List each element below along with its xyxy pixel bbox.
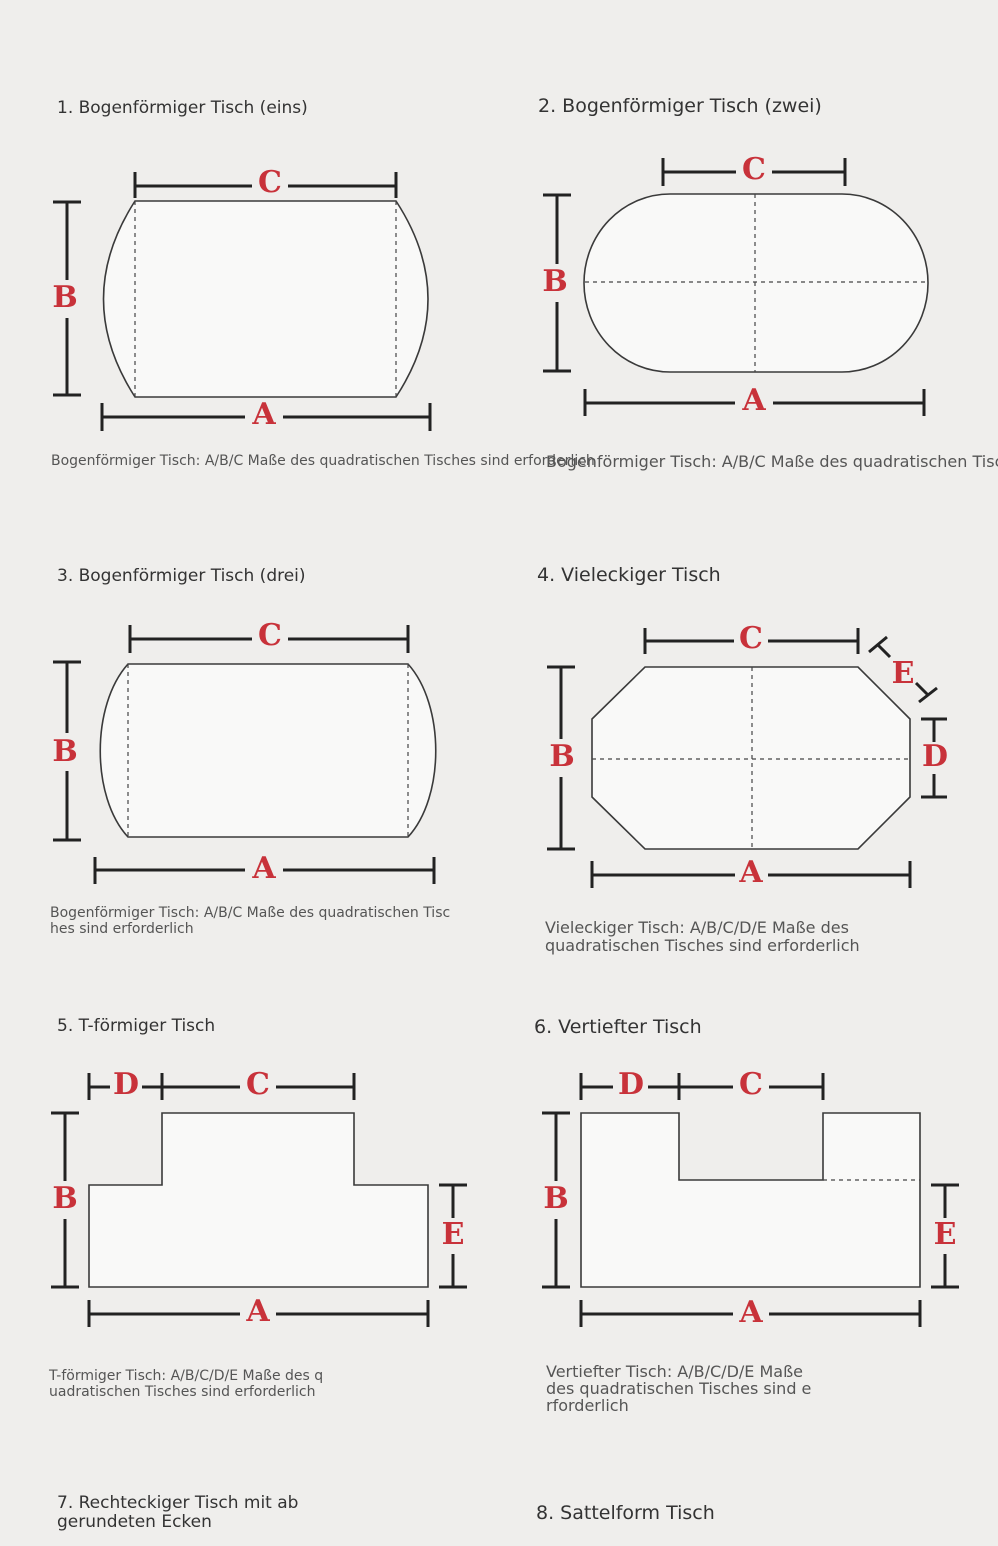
diagram-5-dimension-e: E <box>439 1183 467 1289</box>
diagram-6-label-a: A <box>738 1295 763 1330</box>
section-4-caption-line-2: quadratischen Tisches sind erforderlich <box>545 936 860 955</box>
diagram-5-dimension-b: B <box>51 1111 79 1289</box>
diagram-5-table-shape <box>88 1112 429 1288</box>
diagram-5-label-c: C <box>246 1067 270 1102</box>
diagram-4-table-shape <box>591 666 911 850</box>
section-3-caption-line-1: Bogenförmiger Tisch: A/B/C Maße des quad… <box>50 905 451 921</box>
diagram-6-dimension-e: E <box>931 1183 959 1289</box>
diagram-6-dimension-a: A <box>579 1295 922 1330</box>
diagram-6-label-b: B <box>543 1181 568 1216</box>
section-5-caption: T-förmiger Tisch: A/B/C/D/E Maße des q u… <box>49 1368 323 1400</box>
section-4-caption-line-1: Vieleckiger Tisch: A/B/C/D/E Maße des <box>545 918 849 937</box>
section-6-caption-line-3: rforderlich <box>546 1396 629 1415</box>
diagram-5: D C B E A <box>51 1067 467 1329</box>
diagram-3-label-c: C <box>258 618 282 653</box>
diagram-4-dimension-c: C <box>643 621 860 656</box>
diagram-4-label-b: B <box>549 739 574 774</box>
diagram-4-label-e: E <box>892 656 915 691</box>
diagram-5-label-e: E <box>442 1217 465 1252</box>
section-2-caption-line-1: Bogenförmiger Tisch: A/B/C Maße des quad… <box>546 452 998 471</box>
diagram-1-dimension-c: C <box>133 165 398 200</box>
diagram-4-label-c: C <box>739 621 763 656</box>
section-1-title: 1. Bogenförmiger Tisch (eins) <box>57 98 308 118</box>
section-6-caption-line-1: Vertiefter Tisch: A/B/C/D/E Maße <box>546 1362 803 1381</box>
diagram-2-label-a: A <box>741 383 766 418</box>
section-2-title: 2. Bogenförmiger Tisch (zwei) <box>538 95 822 117</box>
diagram-4-label-a: A <box>738 855 763 890</box>
diagram-6-label-e: E <box>934 1217 957 1252</box>
diagram-4-dimension-b: B <box>547 665 575 851</box>
diagram-1-label-c: C <box>258 165 282 200</box>
section-3-caption-line-2: hes sind erforderlich <box>50 921 194 937</box>
diagram-1-dimension-b: B <box>52 200 81 397</box>
section-2-caption: Bogenförmiger Tisch: A/B/C Maße des quad… <box>546 453 998 471</box>
diagram-3-dimension-c: C <box>128 618 410 653</box>
section-5-caption-line-2: uadratischen Tisches sind erforderlich <box>49 1384 316 1400</box>
section-5-title: 5. T-förmiger Tisch <box>57 1016 216 1036</box>
diagram-3-label-a: A <box>251 851 276 886</box>
section-7-title: 7. Rechteckiger Tisch mit ab gerundeten … <box>57 1494 298 1532</box>
section-1-caption: Bogenförmiger Tisch: A/B/C Maße des quad… <box>51 453 595 469</box>
diagram-3-label-b: B <box>52 734 77 769</box>
diagram-2-label-c: C <box>742 152 766 187</box>
diagram-1-table-shape <box>102 200 429 398</box>
diagram-1: C B A <box>52 165 432 432</box>
diagram-2-table-shape <box>583 193 929 373</box>
diagram-6-dimension-d: D <box>579 1067 681 1102</box>
diagram-5-dimension-d: D <box>87 1067 164 1102</box>
diagram-6-dimension-b: B <box>542 1111 570 1289</box>
diagram-1-label-b: B <box>52 280 77 315</box>
diagram-5-dimension-c: C <box>162 1067 356 1102</box>
diagram-1-dimension-a: A <box>100 397 432 432</box>
diagram-2-label-b: B <box>542 264 567 299</box>
diagram-4-label-d: D <box>922 739 948 774</box>
diagram-6-dimension-c: C <box>679 1067 825 1102</box>
section-3-caption: Bogenförmiger Tisch: A/B/C Maße des quad… <box>50 905 450 937</box>
diagram-4-dimension-e: E <box>868 635 938 704</box>
diagram-6-label-c: C <box>739 1067 763 1102</box>
diagram-6: D C B E A <box>542 1067 959 1330</box>
diagram-3-dimension-b: B <box>52 660 81 842</box>
diagram-6-table-shape <box>580 1112 921 1288</box>
section-6-title: 6. Vertiefter Tisch <box>534 1016 702 1038</box>
section-6-caption-line-2: des quadratischen Tisches sind e <box>546 1379 812 1398</box>
diagram-4-dimension-a: A <box>590 855 912 890</box>
section-7-title-line-1: 7. Rechteckiger Tisch mit ab <box>57 1493 299 1513</box>
diagram-5-label-b: B <box>52 1181 77 1216</box>
section-3-title: 3. Bogenförmiger Tisch (drei) <box>57 566 306 586</box>
diagram-3: C B A <box>52 618 437 886</box>
diagram-4-dimension-d: D <box>921 717 948 799</box>
diagram-3-table-shape <box>99 663 437 838</box>
diagram-6-label-d: D <box>618 1067 644 1102</box>
diagram-5-dimension-a: A <box>87 1294 430 1329</box>
section-6-caption: Vertiefter Tisch: A/B/C/D/E Maße des qua… <box>546 1363 811 1414</box>
diagram-5-label-a: A <box>245 1294 270 1329</box>
diagram-2-dimension-b: B <box>542 193 571 373</box>
section-1-caption-line-1: Bogenförmiger Tisch: A/B/C Maße des quad… <box>51 453 595 469</box>
section-7-title-line-2: gerundeten Ecken <box>57 1512 212 1532</box>
diagram-1-label-a: A <box>251 397 276 432</box>
diagram-4: C E D B <box>547 621 948 890</box>
diagram-2: C B A <box>542 152 929 418</box>
diagram-5-label-d: D <box>113 1067 139 1102</box>
section-4-caption: Vieleckiger Tisch: A/B/C/D/E Maße des qu… <box>545 919 860 955</box>
section-5-caption-line-1: T-förmiger Tisch: A/B/C/D/E Maße des q <box>49 1368 324 1384</box>
diagram-2-dimension-a: A <box>583 383 926 418</box>
section-4-title: 4. Vieleckiger Tisch <box>537 564 721 586</box>
diagram-2-dimension-c: C <box>661 152 847 187</box>
diagram-3-dimension-a: A <box>93 851 436 886</box>
section-8-title: 8. Sattelform Tisch <box>536 1502 715 1524</box>
